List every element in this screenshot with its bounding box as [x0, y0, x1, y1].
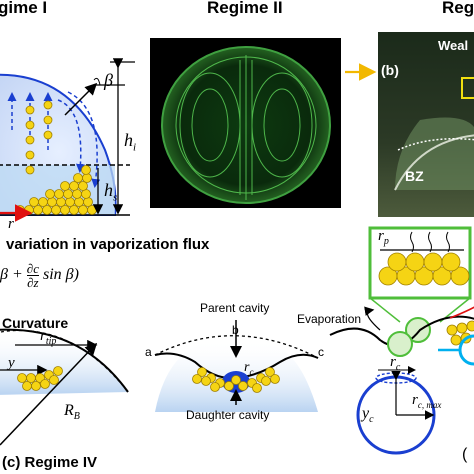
panel-b-label: (b)	[381, 62, 399, 78]
flux-formula: β + ∂c ∂z sin β)	[0, 261, 79, 290]
flux-caption: variation in vaporization flux	[6, 236, 210, 253]
cavity-b-label: b	[232, 323, 239, 337]
yc-label: yc	[362, 405, 374, 426]
y-label: y	[8, 355, 15, 371]
daughter-cavity-label: Daughter cavity	[186, 408, 270, 422]
regime-iii-photo	[378, 32, 474, 217]
particle-inset	[368, 226, 472, 343]
parent-cavity-label: Parent cavity	[200, 301, 270, 315]
header-regime-ii: Regime II	[207, 0, 283, 17]
rc-right-label: rc	[390, 354, 401, 373]
regime-i-drop-diagram	[0, 58, 135, 222]
partial-label: (	[462, 446, 468, 463]
cavity-c-label: c	[318, 345, 324, 359]
bz-label: BZ	[405, 168, 424, 184]
footer-regime-iv: (c) Regime IV	[2, 454, 98, 471]
h-i-label: hi	[124, 130, 137, 154]
weak-label: Weal	[438, 38, 469, 53]
regime-iii-schematic	[329, 306, 474, 455]
footer-bar	[0, 452, 150, 474]
cavity-a-label: a	[145, 345, 152, 359]
evaporation-label: Evaporation	[297, 312, 362, 326]
cavity-diagram	[154, 320, 319, 412]
r-b-label: RB	[64, 402, 80, 423]
r-c-label: rc	[244, 360, 254, 377]
regime-ii-photo	[150, 38, 341, 208]
curvature-title: Curvature	[2, 315, 69, 331]
r-tip-label: rtip	[40, 328, 57, 347]
beta-label: β	[104, 70, 113, 90]
header-regime-iii: Reg	[442, 0, 474, 17]
header-regime-i: gime I	[0, 0, 48, 17]
r-label: r	[8, 216, 14, 232]
curvature-diagram	[0, 328, 129, 446]
r-p-label: rp	[378, 228, 389, 247]
rc-max-label: rc, max	[412, 392, 442, 410]
h-s-label: hs	[104, 180, 118, 204]
